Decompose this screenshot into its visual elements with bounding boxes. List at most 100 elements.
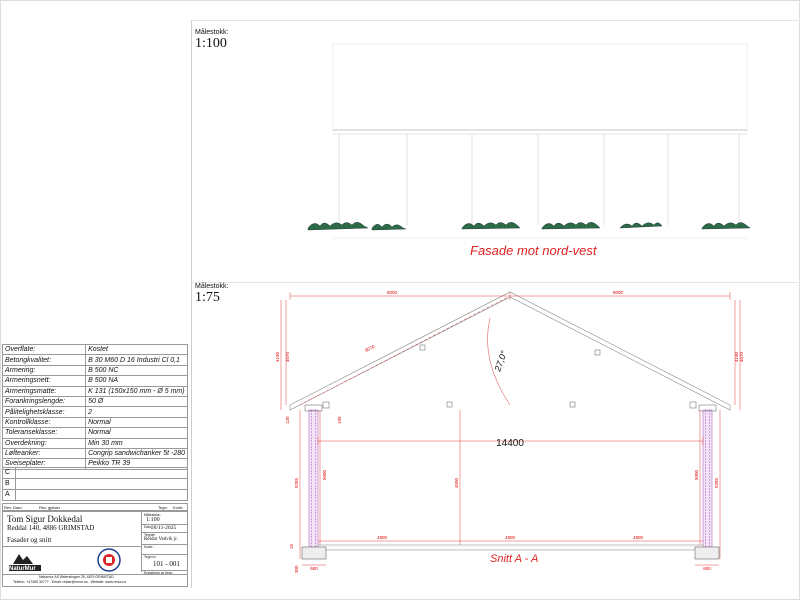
rev-col-date: Dato: bbox=[13, 505, 23, 510]
spec-value: K 131 (150x150 mm - Ø 5 mm) bbox=[85, 385, 188, 397]
facade-title: Fasade mot nord-vest bbox=[470, 243, 598, 258]
client-name: Tom Sigur Dokkedal bbox=[7, 514, 83, 524]
drawn-label: Tegnet: bbox=[144, 533, 156, 537]
section-roof bbox=[289, 291, 731, 411]
section-title: Snitt A - A bbox=[490, 553, 538, 565]
dim-small-d: 15 bbox=[289, 543, 294, 549]
spec-value: 2 bbox=[85, 406, 188, 418]
dim-right-h2: 4070 bbox=[739, 351, 744, 362]
spec-row: Armeringsmatte:K 131 (150x150 mm - Ø 5 m… bbox=[1, 385, 188, 397]
spec-value: B 500 NC bbox=[85, 364, 188, 377]
section-right-foundation bbox=[694, 546, 720, 560]
dim-left-h1: 4190 bbox=[275, 351, 280, 362]
dim-top-right: 8000 bbox=[613, 290, 624, 295]
dim-left-h2: 4070 bbox=[285, 351, 290, 362]
section-left-wall bbox=[308, 409, 319, 548]
dim-slope: 8070 bbox=[364, 344, 376, 353]
spec-value: B 30 M60 D 16 Industri Cl 0,1 bbox=[85, 354, 188, 366]
certification-seal bbox=[97, 548, 121, 572]
revision-code: A bbox=[2, 489, 16, 501]
spec-row: Armeringsnett:B 500 NA bbox=[1, 375, 188, 387]
date-label: Dato: bbox=[144, 525, 153, 529]
facade-vegetation bbox=[307, 222, 751, 231]
dim-small-b: 190 bbox=[337, 416, 342, 424]
spec-value: 50 Ø bbox=[85, 395, 188, 408]
spec-key: Betongkvalitet: bbox=[1, 354, 87, 366]
section-right-wall-cap bbox=[698, 404, 717, 412]
spec-row: Kontrollklasse:Normal bbox=[1, 416, 188, 429]
section-left-foundation bbox=[301, 546, 327, 560]
spec-row: Armering:B 500 NC bbox=[1, 364, 188, 377]
frame-divider bbox=[191, 20, 192, 588]
spec-row: Overflate:Kostet bbox=[1, 343, 188, 356]
dim-top-left: 8000 bbox=[387, 290, 398, 295]
dim-small-c: 300 bbox=[294, 565, 299, 573]
revision-table: C B A bbox=[2, 467, 188, 501]
scale-label-top: Målestokk: bbox=[195, 29, 229, 36]
rev-col-checked: Kontr. bbox=[173, 505, 184, 510]
rev-col-rev: Rev. bbox=[4, 505, 12, 510]
dim-left-col2: 5285 bbox=[294, 477, 299, 488]
facade-roof-outline bbox=[332, 43, 748, 131]
dim-small-a: 120 bbox=[285, 416, 290, 424]
spec-row: Betongkvalitet:B 30 M60 D 16 Industri Cl… bbox=[1, 354, 188, 366]
dim-bottom-mid: 4800 bbox=[505, 535, 516, 540]
drawing-number: 101 - 001 bbox=[153, 560, 180, 568]
scale-value-top: 1:100 bbox=[195, 36, 227, 51]
drawing-number-label: Tegn.nr: bbox=[144, 555, 157, 559]
scale-value: 1:100 bbox=[146, 517, 160, 523]
spec-key: Armeringsnett: bbox=[1, 375, 87, 387]
section-floor-slab bbox=[317, 544, 704, 551]
rev-col-text: Rev. gjelder bbox=[39, 505, 61, 510]
spec-key: Pålitelighetsklasse: bbox=[1, 406, 87, 418]
section-drawing bbox=[289, 291, 731, 560]
revision-code: C bbox=[2, 467, 16, 479]
spec-value: Normal bbox=[85, 416, 188, 429]
scale-label: Målestokk: bbox=[144, 513, 161, 517]
checked-label: Kontr.: bbox=[144, 545, 155, 549]
spec-key: Kontrollklasse: bbox=[1, 416, 87, 429]
facade-elevation bbox=[332, 43, 748, 239]
spec-value: B 500 NA bbox=[85, 375, 188, 387]
date-value: 28/11-2025 bbox=[151, 525, 177, 531]
dim-right-col2: 5285 bbox=[714, 477, 719, 488]
rev-col-drawn: Tegn. bbox=[158, 505, 168, 510]
dim-right-h1: 4190 bbox=[734, 351, 739, 362]
spec-value: Kostet bbox=[85, 343, 188, 356]
section-detail-marks bbox=[322, 344, 697, 409]
dim-left-col: 5000 bbox=[322, 469, 327, 480]
dim-foot-left: 600 bbox=[310, 566, 318, 571]
company-contact: Telefon: +47455 30777 - Email: reidar@nm… bbox=[13, 580, 127, 584]
dim-right-col: 5000 bbox=[694, 469, 699, 480]
drawn-value: Reidar Vedvik jr. bbox=[144, 537, 178, 542]
spec-key: Forankringslengde: bbox=[1, 395, 87, 408]
scale-value-bottom: 1:75 bbox=[195, 290, 220, 305]
title-block: Tom Sigur Dokkedal Reddal 140, 4886 GRIM… bbox=[2, 511, 188, 587]
scale-label-bottom: Målestokk: bbox=[195, 283, 229, 290]
section-right-wall bbox=[702, 409, 713, 548]
naturmur-logo bbox=[9, 554, 41, 571]
company-name: NaturMur bbox=[9, 566, 36, 572]
spec-value: Min 30 mm bbox=[85, 437, 188, 449]
section-left-wall-cap bbox=[304, 404, 323, 412]
client-address: Reddal 140, 4886 GRIMSTAD bbox=[7, 524, 95, 532]
spec-key: Armeringsmatte: bbox=[1, 385, 87, 397]
dim-foot-right: 600 bbox=[703, 566, 711, 571]
spec-row: Forankringslengde:50 Ø bbox=[1, 395, 188, 408]
revision-row: C bbox=[2, 467, 188, 479]
replaces-label: Erstatning av tegn.: bbox=[144, 571, 175, 575]
dim-span: 14400 bbox=[496, 438, 524, 449]
revision-code: B bbox=[2, 478, 16, 490]
frame-line bbox=[191, 20, 798, 21]
spec-row: Overdekning:Min 30 mm bbox=[1, 437, 188, 449]
spec-key: Armering: bbox=[1, 364, 87, 377]
company-address: Naturmur AS Østerskogen 25, 4879 GRIMSTA… bbox=[39, 575, 114, 579]
roof-angle: 27,0° bbox=[492, 349, 509, 374]
section-dimensions bbox=[280, 292, 741, 566]
dim-bottom-left: 4800 bbox=[377, 535, 388, 540]
spec-key: Løfteanker: bbox=[1, 447, 87, 460]
spec-key: Toleranseklasse: bbox=[1, 427, 87, 439]
spec-row: Pålitelighetsklasse:2 bbox=[1, 406, 188, 418]
